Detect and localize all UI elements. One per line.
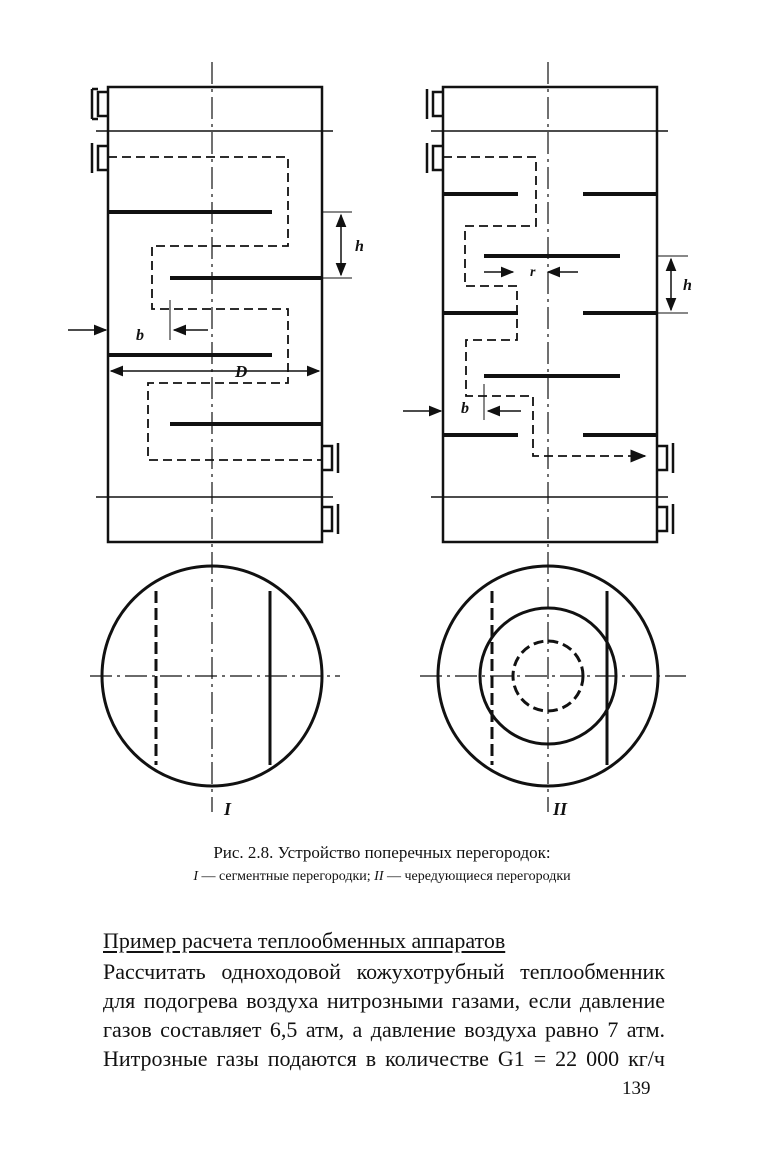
right-r-label: r	[530, 265, 536, 280]
right-nozzle-top-1	[425, 89, 443, 119]
variant-2-label: II	[552, 799, 568, 819]
right-nozzle-bottom-1	[657, 443, 675, 473]
body-line-1: Рассчитать одноходовой кожухотрубный теп…	[103, 959, 665, 984]
right-section-inner-disc	[511, 639, 585, 713]
baffle-arrangement-figure: h b D r h b I II	[68, 62, 692, 819]
caption-text-1: — сегментные перегородки;	[197, 869, 375, 884]
right-b-label: b	[461, 400, 469, 417]
left-h-label: h	[355, 238, 364, 255]
segment-baffle-apparatus	[68, 62, 352, 812]
caption-mark-1: I	[193, 869, 198, 884]
left-d-label: D	[234, 362, 247, 381]
body-line-3: газов составляет 6,5 атм, а давление воз…	[103, 1017, 665, 1042]
left-nozzle-top-2	[90, 143, 108, 173]
left-nozzle-top-1	[90, 87, 108, 121]
variant-1-label: I	[223, 799, 232, 819]
body-line-2: для подогрева воздуха нитрозными газами,…	[103, 988, 665, 1013]
right-h-label: h	[683, 277, 692, 294]
left-shell	[106, 85, 324, 544]
alternating-baffle-apparatus	[403, 62, 688, 812]
page-number: 139	[622, 1078, 651, 1099]
right-flow-path	[443, 156, 647, 463]
left-nozzle-bottom-2	[322, 504, 340, 534]
caption-text-2: — чередующиеся перегородки	[383, 869, 571, 884]
left-nozzle-bottom-1	[322, 443, 340, 473]
figure-caption-legend: I — сегментные перегородки; II — чередую…	[0, 869, 764, 885]
section-heading: Пример расчета теплообменных аппаратов	[103, 928, 506, 953]
right-nozzle-bottom-2	[657, 504, 675, 534]
figure-caption-title: Рис. 2.8. Устройство поперечных перегоро…	[213, 843, 551, 862]
right-nozzle-top-2	[425, 143, 443, 173]
body-line-4: Нитрозные газы подаются в количестве G1 …	[103, 1046, 665, 1071]
left-b-label: b	[136, 327, 144, 344]
left-flow-path	[108, 156, 322, 461]
caption-mark-2: II	[374, 869, 384, 884]
